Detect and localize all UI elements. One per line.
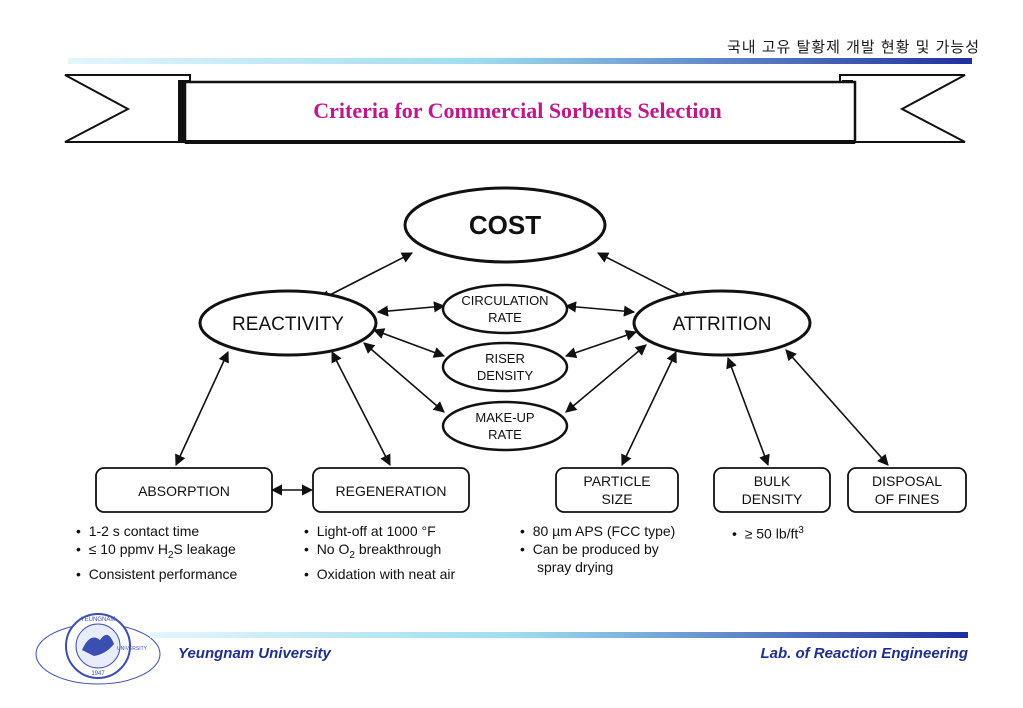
bullet-text: Consistent performance xyxy=(88,565,238,582)
regeneration-bullets: • Light-off at 1000 °F • No O2 breakthro… xyxy=(304,522,455,583)
list-item: • ≤ 10 ppmv H2S leakage xyxy=(76,541,236,561)
node-circulation-rate: CIRCULATION RATE xyxy=(441,283,569,335)
subscript: 2 xyxy=(349,549,355,561)
node-particle-label-1: PARTICLE xyxy=(583,473,650,489)
bullet-text: No O xyxy=(316,541,350,557)
bullet-text: Light-off at 1000 °F xyxy=(316,523,436,539)
footer-university-name: Yeungnam University xyxy=(178,645,331,662)
title-ribbon xyxy=(64,74,966,144)
seal-text-top: YEUNGNAM xyxy=(81,617,116,623)
footer-lab-name: Lab. of Reaction Engineering xyxy=(760,645,968,662)
list-item: spray drying xyxy=(520,558,675,576)
node-riser-density: RISER DENSITY xyxy=(441,341,569,393)
seal-text-year: 1947 xyxy=(91,671,105,677)
node-cost: COST xyxy=(403,186,607,264)
node-bulk-label-2: DENSITY xyxy=(742,491,803,507)
node-disposal-label-2: OF FINES xyxy=(875,491,940,507)
header-title: 국내 고유 탈황제 개발 현황 및 가능성 xyxy=(726,39,980,56)
bullet-text: breakthrough xyxy=(354,541,442,557)
list-item: • 80 µm APS (FCC type) xyxy=(520,523,676,539)
bullet-text: S leakage xyxy=(173,541,236,557)
bullet-text: ≤ 10 ppmv H xyxy=(88,541,168,557)
node-attrition: ATTRITION xyxy=(632,289,812,357)
connector-arrows xyxy=(175,252,889,496)
node-regeneration-label: REGENERATION xyxy=(336,483,447,499)
node-circulation-label-2: RATE xyxy=(488,310,522,325)
header-divider-bar xyxy=(68,58,972,64)
particle-size-bullets: • 80 µm APS (FCC type) • Can be produced… xyxy=(520,522,675,576)
list-item: • Light-off at 1000 °F xyxy=(304,523,436,539)
absorption-bullets: • 1-2 s contact time • ≤ 10 ppmv H2S lea… xyxy=(76,522,237,583)
subscript: 2 xyxy=(167,549,174,561)
node-bulk-label-1: BULK xyxy=(754,473,791,489)
slide-title: Criteria for Commercial Sorbents Selecti… xyxy=(313,98,722,123)
bullet-text: spray drying xyxy=(537,559,614,575)
node-disposal-label-1: DISPOSAL xyxy=(872,473,942,489)
university-seal-logo: YEUNGNAM 1947 UNIVERSITY xyxy=(35,613,161,685)
node-reactivity: REACTIVITY xyxy=(198,289,378,357)
bullet-text: Oxidation with neat air xyxy=(316,565,456,582)
node-riser-label-2: DENSITY xyxy=(477,368,534,383)
node-absorption-label: ABSORPTION xyxy=(138,483,230,499)
node-makeup-label-2: RATE xyxy=(488,427,522,442)
node-bulk-density: BULK DENSITY xyxy=(713,467,831,513)
list-item: • Can be produced by xyxy=(520,541,659,557)
superscript: 3 xyxy=(798,525,804,536)
node-particle-label-2: SIZE xyxy=(601,491,632,507)
bullet-text: 80 µm APS (FCC type) xyxy=(532,523,676,539)
node-reactivity-label: REACTIVITY xyxy=(232,314,344,335)
bullet-text: Can be produced by xyxy=(532,541,659,557)
footer-divider-bar xyxy=(150,632,968,638)
node-particle-size: PARTICLE SIZE xyxy=(555,467,679,513)
list-item: • No O2 breakthrough xyxy=(304,541,442,561)
node-absorption: ABSORPTION xyxy=(95,467,273,513)
node-attrition-label: ATTRITION xyxy=(673,314,772,335)
list-item: • ≥ 50 lb/ft3 xyxy=(732,525,804,542)
seal-text-side: UNIVERSITY xyxy=(117,646,148,652)
bullet-text: 1-2 s contact time xyxy=(88,523,200,539)
list-item: • Oxidation with neat air xyxy=(304,565,456,582)
node-regeneration: REGENERATION xyxy=(312,467,470,513)
list-item: • 1-2 s contact time xyxy=(76,523,200,539)
node-cost-label: COST xyxy=(469,210,541,240)
node-circulation-label-1: CIRCULATION xyxy=(461,293,548,308)
node-make-up-rate: MAKE-UP RATE xyxy=(441,400,569,452)
node-makeup-label-1: MAKE-UP xyxy=(475,410,534,425)
list-item: • Consistent performance xyxy=(76,565,238,582)
node-riser-label-1: RISER xyxy=(485,351,525,366)
node-disposal-of-fines: DISPOSAL OF FINES xyxy=(847,467,967,513)
bullet-text: ≥ 50 lb/ft xyxy=(744,525,799,542)
bulk-density-bullets: • ≥ 50 lb/ft3 xyxy=(732,522,804,543)
